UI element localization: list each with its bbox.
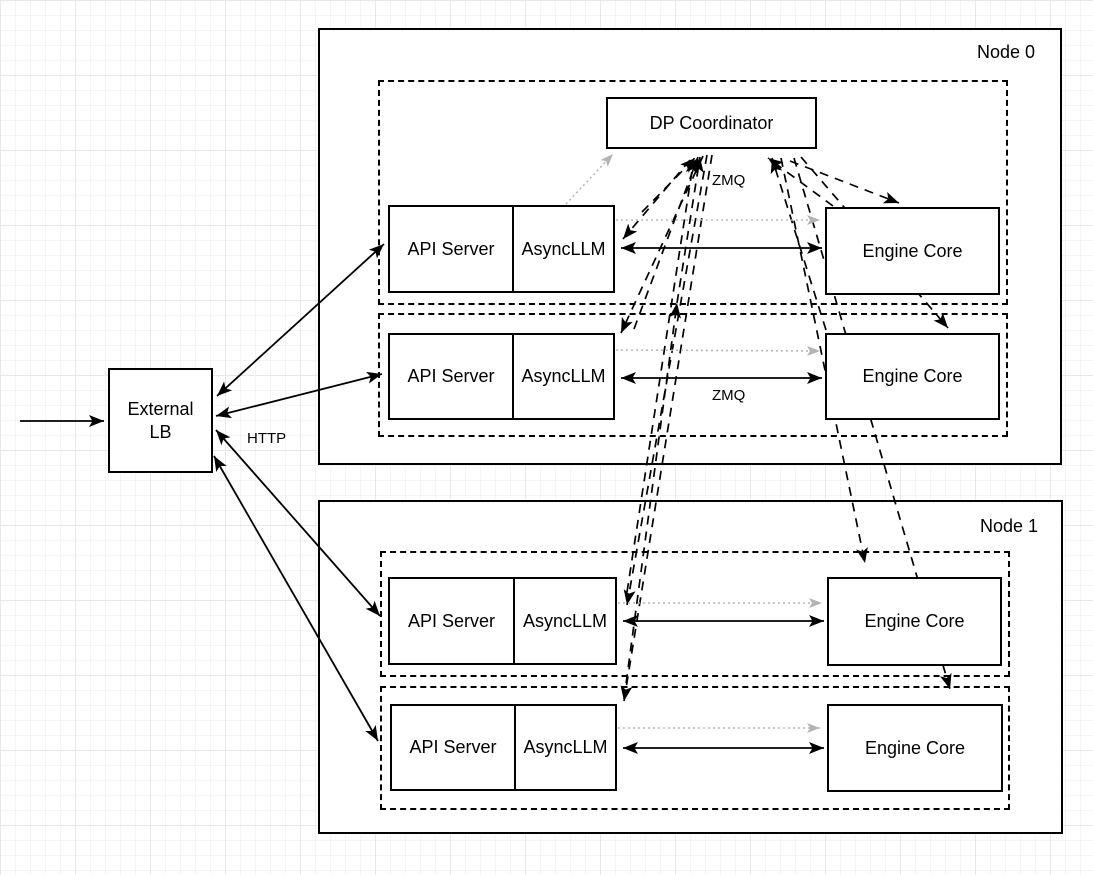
engine-core-label: Engine Core <box>864 737 966 758</box>
api-server-cell: API Server <box>390 207 514 291</box>
api-asyncllm-box-node1-row1: API Server AsyncLLM <box>388 577 617 665</box>
api-server-label: API Server <box>407 610 496 631</box>
dp-coordinator-box: DP Coordinator <box>606 97 817 149</box>
asyncllm-label: AsyncLLM <box>521 366 606 386</box>
api-server-cell: API Server <box>392 706 516 789</box>
asyncllm-cell: AsyncLLM <box>515 579 615 663</box>
engine-core-box-node1-row2: Engine Core <box>827 704 1003 792</box>
asyncllm-cell: AsyncLLM <box>516 706 615 789</box>
asyncllm-label: AsyncLLM <box>521 238 606 259</box>
api-asyncllm-box-node0-row2: API Server AsyncLLM <box>388 333 615 420</box>
api-asyncllm-box-node0-row1: API Server AsyncLLM <box>388 205 615 293</box>
api-server-cell: API Server <box>390 579 515 663</box>
node0-label: Node 0 <box>977 42 1036 62</box>
asyncllm-cell: AsyncLLM <box>514 207 613 291</box>
zmq-label-row2: ZMQ <box>712 387 746 404</box>
external-lb-label-line2: LB <box>149 421 172 442</box>
http-label: HTTP <box>247 430 287 447</box>
engine-core-label: Engine Core <box>862 366 963 386</box>
external-lb-label-line1: External <box>127 398 194 419</box>
external-lb-box: External LB <box>108 368 213 473</box>
api-server-label: API Server <box>409 737 497 757</box>
asyncllm-label: AsyncLLM <box>522 610 608 631</box>
engine-core-box-node1-row1: Engine Core <box>827 577 1002 666</box>
asyncllm-label: AsyncLLM <box>523 737 608 757</box>
api-server-label: API Server <box>407 366 495 386</box>
api-server-cell: API Server <box>390 335 514 418</box>
node1-label: Node 1 <box>980 516 1039 536</box>
zmq-label-top: ZMQ <box>712 172 746 189</box>
engine-core-box-node0-row1: Engine Core <box>825 207 1000 295</box>
engine-core-label: Engine Core <box>862 240 963 261</box>
asyncllm-cell: AsyncLLM <box>514 335 613 418</box>
engine-core-label: Engine Core <box>864 611 965 631</box>
engine-core-box-node0-row2: Engine Core <box>825 333 1000 420</box>
api-server-label: API Server <box>407 238 495 259</box>
dp-coordinator-label: DP Coordinator <box>649 112 774 133</box>
api-asyncllm-box-node1-row2: API Server AsyncLLM <box>390 704 617 791</box>
